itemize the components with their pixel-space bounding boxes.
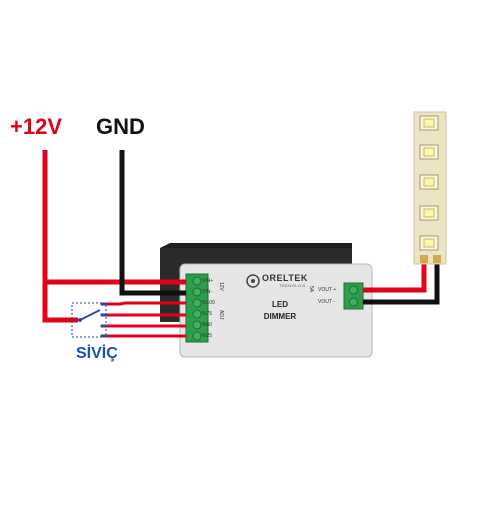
input-terminal-block (185, 273, 209, 343)
input-pin-label: VIN- (202, 289, 212, 295)
output-current-side-label: 5A (308, 286, 314, 293)
switch-label: SİVİÇ (76, 345, 118, 362)
led-chips (419, 115, 439, 251)
brand-name: ORELTEK (262, 273, 308, 283)
brand-logo-icon (246, 274, 260, 288)
switch-contacts (78, 302, 104, 338)
input-voltage-side-label: 12V (218, 282, 224, 291)
output-terminal-screw (349, 297, 358, 307)
output-positive-wire (363, 262, 427, 293)
input-pin-label: %25 (202, 333, 213, 339)
output-pin-label: VOUT + (318, 287, 337, 293)
brand-subtitle: TEKNOLOJİ (279, 283, 306, 288)
switch-box (71, 302, 107, 338)
brand-logo-dot (251, 279, 255, 283)
input-pin-label: %50 (202, 322, 213, 328)
input-terminal-screws (192, 276, 202, 341)
led-strip-pad (420, 255, 428, 263)
led-strip-pad (433, 255, 441, 263)
product-name-line2: DIMMER (263, 312, 297, 321)
input-pin-label: %100 (202, 300, 215, 306)
ground-wire (119, 150, 186, 296)
output-negative-wire (363, 262, 440, 305)
input-pin-label: %75 (202, 311, 213, 317)
ground-label: GND (96, 114, 145, 139)
product-name-line1: LED (272, 300, 288, 309)
output-terminal-block (343, 282, 364, 310)
positive-wire-to-switch (42, 282, 78, 323)
output-pin-label: VOUT - (318, 299, 335, 305)
switch-output-wires (102, 301, 186, 338)
output-terminal-screw (349, 285, 358, 295)
input-pin-label: VIN+ (202, 278, 214, 284)
power-label: +12V (10, 114, 62, 139)
module-label-plate (179, 263, 373, 358)
adjust-side-label: ADJ (218, 310, 224, 320)
